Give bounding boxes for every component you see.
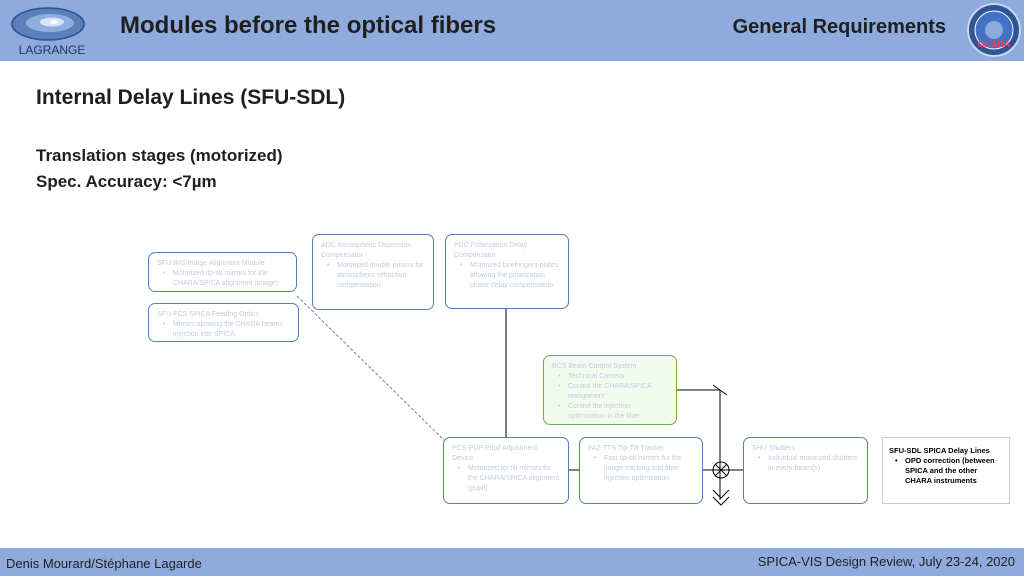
pcp-box: PCS-PDP Pupil Adjustment Device Motorize… bbox=[443, 437, 569, 504]
page-title: Modules before the optical fibers bbox=[120, 12, 497, 39]
chara-logo-text: CHARA bbox=[978, 39, 1011, 49]
sfu-ims-title: SFU-IMS Image Alignment Module bbox=[157, 260, 265, 267]
fa-tt-title: FA2-TTS Tip-Tilt Tracker bbox=[588, 445, 664, 452]
bcs-box: BCS Beam Control System Technical Camera… bbox=[543, 355, 677, 425]
adc-box: ADC Atmospheric Dispersion Compensator M… bbox=[312, 234, 434, 310]
sdl-item: OPD correction (between SPICA and the ot… bbox=[895, 456, 1003, 486]
spec-line-accuracy: Spec. Accuracy: <7µm bbox=[36, 172, 217, 191]
adc-title: ADC Atmospheric Dispersion Compensator bbox=[321, 242, 412, 259]
spec-line-stages: Translation stages (motorized) bbox=[36, 146, 283, 165]
chara-logo: CHARA bbox=[967, 3, 1021, 57]
bcs-item: Control the CHARA/SPICA realignment bbox=[558, 382, 668, 402]
pdc-title: PDC Polarization Delay Compensator bbox=[454, 242, 528, 259]
bcs-item: Technical Camera bbox=[558, 372, 668, 382]
sdl-title: SFU-SDL SPICA Delay Lines bbox=[889, 446, 990, 455]
footer-authors: Denis Mourard/Stéphane Lagarde bbox=[6, 556, 202, 571]
sfu-ims-item: Motorized tip-tilt mirrors for the CHARA… bbox=[163, 269, 288, 289]
sfu-ims-box: SFU-IMS Image Alignment Module Motorized… bbox=[148, 252, 297, 292]
sfu-fcs-title: SFU-FCS SPICA Feeding Optics bbox=[157, 311, 259, 318]
pdc-item: Motorized birefringent plates allowing t… bbox=[460, 261, 560, 291]
shu-item: Individual motorized shutters in every b… bbox=[758, 454, 859, 474]
shu-box: SHU Shutters Individual motorized shutte… bbox=[743, 437, 868, 504]
pcp-item: Motorized tip-tilt mirrors for the CHARA… bbox=[458, 464, 560, 494]
section-title: General Requirements bbox=[732, 16, 946, 38]
footer-bar bbox=[0, 548, 1024, 576]
pdc-box: PDC Polarization Delay Compensator Motor… bbox=[445, 234, 569, 309]
bcs-title: BCS Beam Control System bbox=[552, 363, 637, 370]
pcp-title: PCS-PDP Pupil Adjustment Device bbox=[452, 445, 538, 462]
sfu-fcs-box: SFU-FCS SPICA Feeding Optics Mirrors all… bbox=[148, 303, 299, 342]
fa-tt-box: FA2-TTS Tip-Tilt Tracker Fast tip-tilt m… bbox=[579, 437, 703, 504]
fa-tt-item: Fast tip-tilt mirrors for the image trac… bbox=[594, 454, 694, 484]
sfu-fcs-item: Mirrors allowing the CHARA beams injecti… bbox=[163, 320, 290, 340]
header-bar bbox=[0, 0, 1024, 61]
dashed-link-line bbox=[296, 295, 446, 442]
lagrange-logo-text: LAGRANGE bbox=[19, 43, 86, 57]
fiber-input-icon bbox=[712, 489, 730, 506]
shutter-icon bbox=[712, 461, 730, 479]
shu-title: SHU Shutters bbox=[752, 445, 795, 452]
slide-subtitle: Internal Delay Lines (SFU-SDL) bbox=[36, 86, 346, 109]
lagrange-logo: LAGRANGE bbox=[11, 7, 86, 57]
beam-splitter-icon bbox=[712, 384, 728, 396]
footer-event: SPICA-VIS Design Review, July 23-24, 202… bbox=[757, 554, 1015, 569]
sdl-box: SFU-SDL SPICA Delay Lines OPD correction… bbox=[882, 437, 1010, 504]
adc-item: Motorized double prisms for atmospheric … bbox=[327, 261, 425, 291]
bcs-item: Control the injection optimization in th… bbox=[558, 402, 668, 422]
